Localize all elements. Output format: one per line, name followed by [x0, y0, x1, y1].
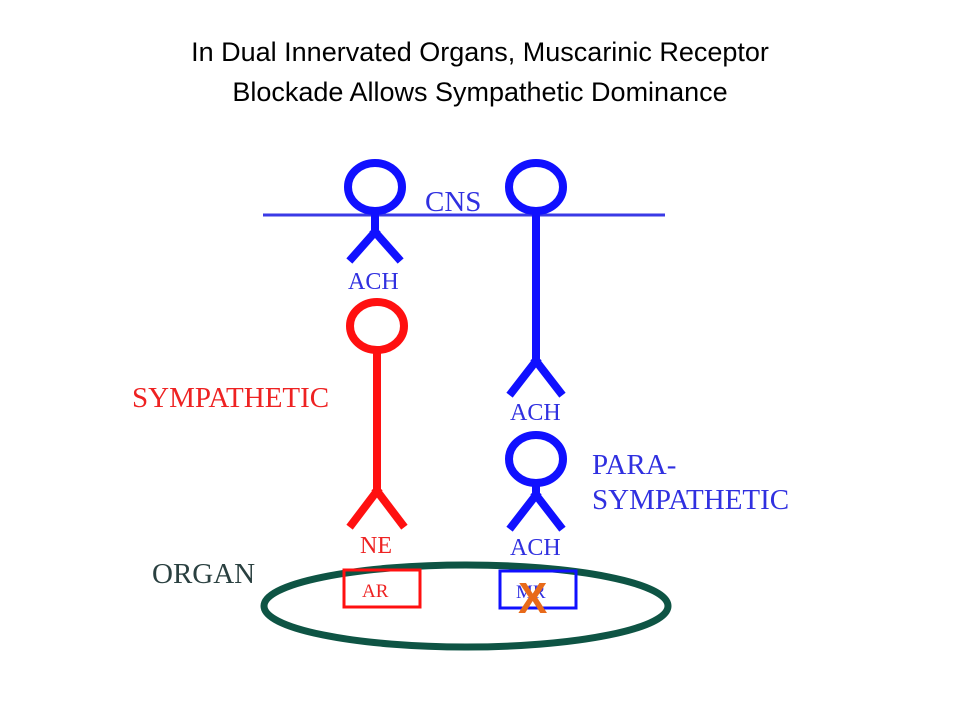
parasympathetic-label-line-1: PARA- — [592, 449, 676, 481]
parasympathetic-label-line-2: SYMPATHETIC — [592, 484, 789, 516]
adrenergic-receptor-box — [342, 568, 422, 609]
parasympathetic-preganglionic-neuron — [505, 159, 567, 398]
muscarinic-receptor-box — [498, 569, 578, 610]
adrenergic-receptor-label: AR — [362, 581, 389, 602]
parasympathetic-nt-label: ACH — [510, 535, 561, 561]
organ-outline — [260, 561, 672, 651]
cns-label: CNS — [425, 186, 481, 218]
sympathetic-nt-label: NE — [360, 533, 392, 559]
parasympathetic-postganglionic-neuron — [505, 431, 567, 532]
parasympathetic-preganglionic-nt-label: ACH — [510, 400, 561, 426]
sympathetic-postganglionic-neuron — [346, 298, 408, 530]
sympathetic-preganglionic-nt-label: ACH — [348, 269, 399, 295]
organ-label: ORGAN — [152, 558, 255, 590]
title-line-2: Blockade Allows Sympathetic Dominance — [232, 77, 728, 107]
sympathetic-label: SYMPATHETIC — [132, 382, 329, 414]
slide-title: In Dual Innervated Organs, Muscarinic Re… — [0, 32, 960, 112]
title-line-1: In Dual Innervated Organs, Muscarinic Re… — [191, 37, 769, 67]
receptor-block-mark: X — [518, 574, 547, 623]
sympathetic-preganglionic-neuron — [344, 159, 406, 264]
muscarinic-receptor-label: MR — [516, 582, 546, 603]
